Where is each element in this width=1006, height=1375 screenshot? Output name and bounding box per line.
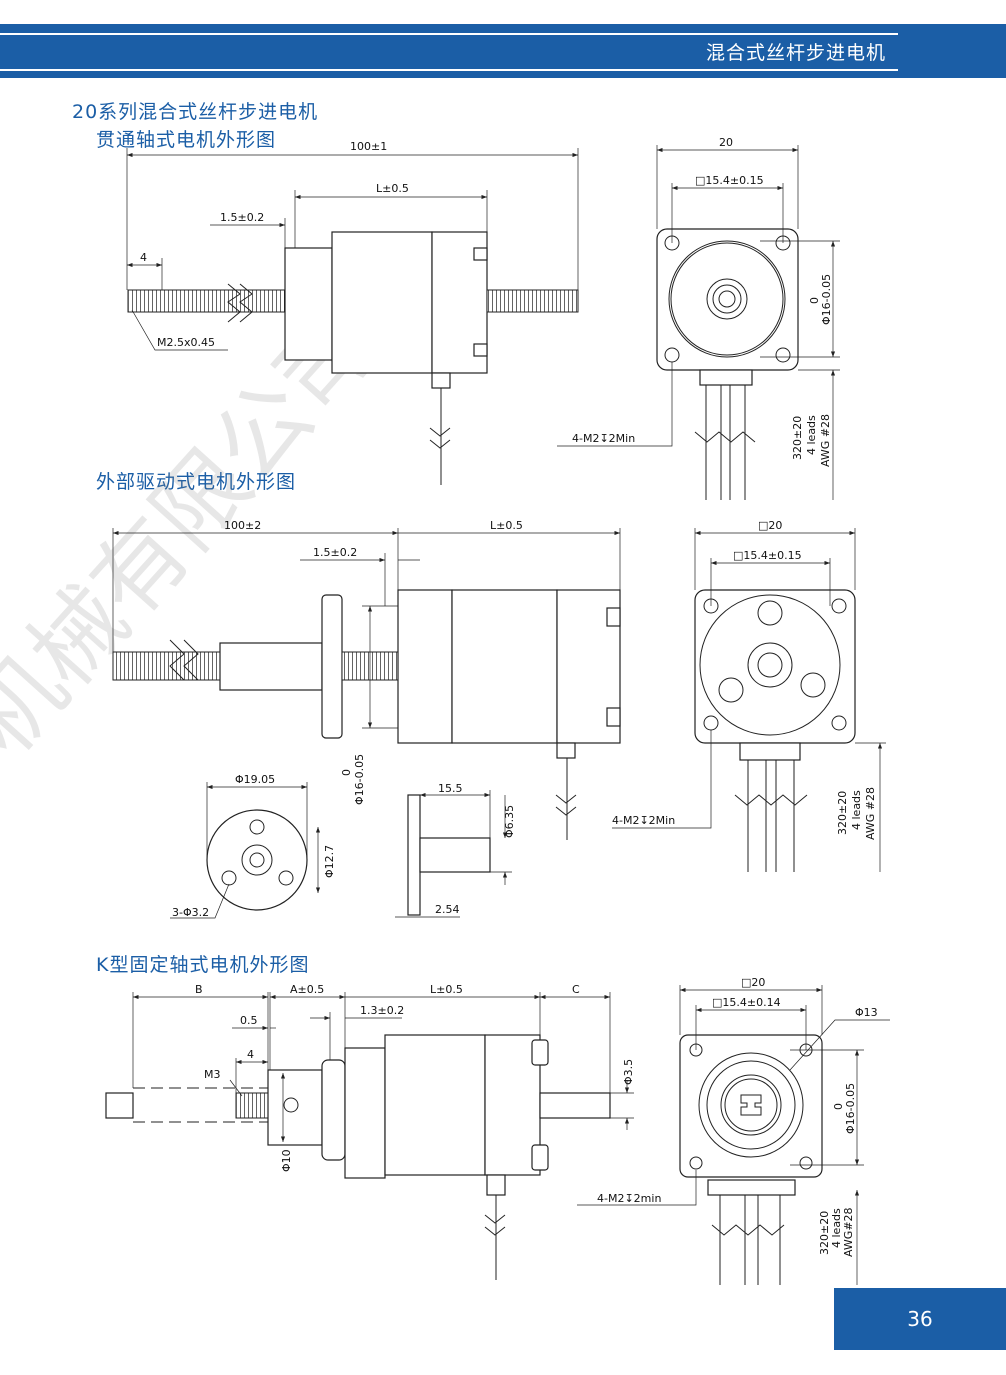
s1-mount-holes: 4-M2↧2Min [572, 432, 635, 445]
page-number: 36 [834, 1288, 1006, 1350]
s3-gap-dim: 0.5 [240, 1014, 258, 1027]
s2-body-len-dim: L±0.5 [490, 519, 523, 532]
s2-front-view [612, 528, 886, 872]
s2-hole-pitch-dim: □15.4±0.15 [733, 549, 802, 562]
section-2-title: 外部驱动式电机外形图 [96, 471, 297, 493]
section-1-title: 贯通轴式电机外形图 [96, 129, 277, 151]
s2-nut-bc: Φ12.7 [323, 845, 336, 878]
s1-awg: AWG #28 [819, 414, 832, 467]
s2-awg: AWG #28 [864, 787, 877, 840]
s3-hole-pitch-dim: □15.4±0.14 [712, 996, 781, 1009]
s1-side-view [126, 148, 579, 485]
s2-lead-len: 320±20 [836, 791, 849, 835]
s3-pilot-dim: Φ16-0.05 [844, 1083, 857, 1134]
s1-boss-dim: 1.5±0.2 [220, 211, 264, 224]
s3-boss-dim: 1.3±0.2 [360, 1004, 404, 1017]
s2-nut-od: Φ19.05 [235, 773, 275, 786]
s3-leads: 4 leads [830, 1208, 843, 1248]
s1-front-view [557, 145, 840, 500]
s3-side-view [105, 992, 634, 1280]
s1-overall-dim: 100±1 [350, 140, 387, 153]
s2-nut-flange: 2.54 [435, 903, 460, 916]
s3-mount-holes: 4-M2↧2min [597, 1192, 661, 1205]
header-title: 混合式丝杆步进电机 [705, 42, 886, 64]
s2-side-view [112, 528, 621, 840]
header-line-top [0, 33, 898, 35]
s3-hub-dim: Φ13 [855, 1006, 878, 1019]
s3-c-dim: C [572, 983, 580, 996]
s2-mount-holes: 4-M2↧2Min [612, 814, 675, 827]
s3-pilot-tol: 0 [832, 1103, 845, 1110]
header-line-bottom [0, 69, 898, 71]
s3-awg: AWG#28 [842, 1207, 855, 1257]
s2-pilot-tol: 0 [340, 769, 353, 776]
s2-leads: 4 leads [850, 790, 863, 830]
s1-width-dim: 20 [719, 136, 733, 149]
series-title: 20系列混合式丝杆步进电机 [72, 101, 319, 123]
s3-thread-len-dim: 4 [247, 1048, 254, 1061]
s2-nut-front-view [170, 782, 321, 919]
section-3-title: K型固定轴式电机外形图 [96, 954, 310, 976]
s3-width-dim: □20 [741, 976, 765, 989]
s1-pilot-tol: 0 [808, 297, 821, 304]
s3-b-dim: B [195, 983, 203, 996]
s1-body-len-dim: L±0.5 [376, 182, 409, 195]
s2-width-dim: □20 [758, 519, 782, 532]
header-band: 混合式丝杆步进电机 [0, 24, 1006, 78]
s3-shaft-dim: Φ3.5 [622, 1059, 635, 1085]
s3-nut-dim: Φ10 [280, 1149, 293, 1172]
s2-pilot-dim: Φ16-0.05 [353, 754, 366, 805]
s3-a-dim: A±0.5 [290, 983, 324, 996]
s1-lead-len: 320±20 [791, 416, 804, 460]
s2-nut-side-view [395, 790, 512, 918]
s1-end-dim: 4 [140, 251, 147, 264]
s1-hole-pitch-dim: □15.4±0.15 [695, 174, 764, 187]
s3-front-view [577, 985, 890, 1285]
s1-leads: 4 leads [805, 415, 818, 455]
s3-lead-len: 320±20 [818, 1211, 831, 1255]
s1-thread-label: M2.5x0.45 [157, 336, 215, 349]
s2-nut-len: 15.5 [438, 782, 463, 795]
s3-body-len-dim: L±0.5 [430, 983, 463, 996]
s2-boss-dim: 1.5±0.2 [313, 546, 357, 559]
s2-nut-holes: 3-Φ3.2 [172, 906, 209, 919]
s1-pilot-dim: Φ16-0.05 [820, 274, 833, 325]
s2-nut-dia: Φ6.35 [503, 805, 516, 838]
s3-thread-label: M3 [204, 1068, 221, 1081]
s2-overall-dim: 100±2 [224, 519, 261, 532]
